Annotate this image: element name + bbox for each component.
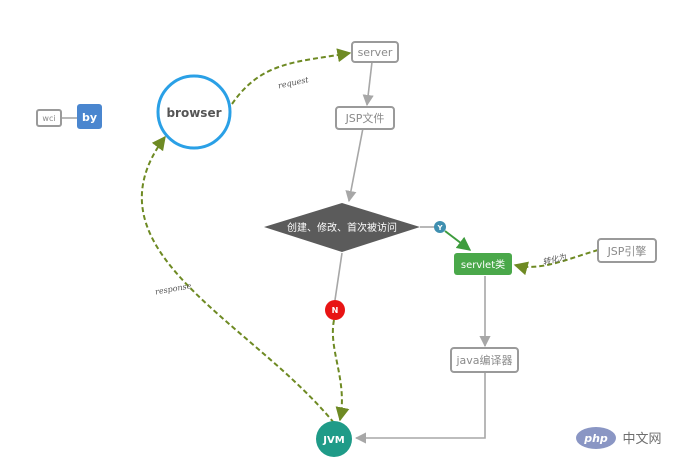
node-jspfile-box — [335, 106, 395, 130]
node-by-box — [77, 104, 102, 129]
edge-response — [140, 135, 335, 424]
node-wci-box — [36, 109, 62, 127]
watermark-logo-text: php — [583, 432, 608, 445]
node-servlet-box — [454, 253, 512, 275]
edge-decision-no — [334, 252, 343, 301]
edge-request — [231, 48, 352, 105]
node-browser-circle — [156, 74, 232, 150]
edge-server-jspfile — [362, 61, 374, 107]
edge-no-jvm — [331, 319, 350, 422]
watermark-site-text: 中文网 — [622, 432, 661, 447]
node-by-label: by — [82, 111, 97, 124]
node-jspengine-label: JSP引擎 — [607, 244, 647, 258]
node-no-badge — [325, 300, 345, 320]
node-browser-label: browser — [166, 106, 221, 120]
node-server-box — [351, 41, 399, 63]
node-jspfile-label: JSP文件 — [345, 111, 385, 125]
node-no-label: N — [332, 306, 339, 315]
edge-convert-label: 转化为 — [542, 252, 568, 267]
edge-convert — [513, 249, 599, 276]
node-yes-badge — [434, 221, 446, 233]
node-jspengine-box — [597, 238, 657, 263]
node-jvm-label: JVM — [322, 435, 344, 446]
node-decision-label: 创建、修改、首次被访问 — [287, 221, 397, 234]
edge-request-label: request — [277, 75, 310, 90]
edge-yes-servlet — [444, 230, 472, 251]
node-compiler-label: java编译器 — [455, 353, 512, 367]
node-decision-diamond — [264, 203, 420, 252]
watermark-logo-oval — [576, 427, 616, 449]
node-compiler-box — [450, 347, 519, 373]
edge-response-label: response — [154, 281, 192, 296]
node-wci-label: wci — [42, 114, 55, 123]
node-servlet-label: servlet类 — [461, 258, 505, 271]
edge-jspfile-decision — [345, 127, 364, 203]
watermark: php 中文网 — [576, 427, 662, 449]
node-yes-label: Y — [436, 224, 443, 232]
node-jvm-circle — [316, 421, 352, 457]
edge-compiler-jvm — [354, 373, 486, 444]
node-server-label: server — [358, 46, 393, 59]
